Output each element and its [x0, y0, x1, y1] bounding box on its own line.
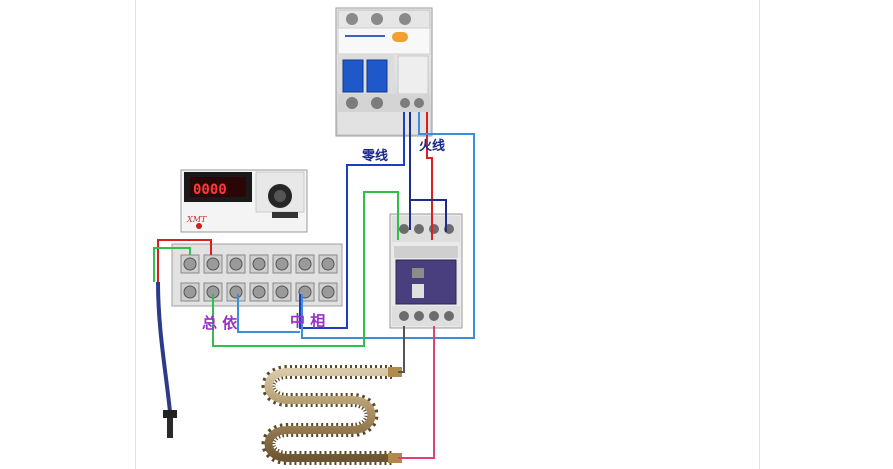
- circuit-breaker-icon: [335, 7, 433, 137]
- screw-head: [298, 257, 312, 271]
- wires: [153, 112, 475, 459]
- screw-head: [321, 285, 335, 299]
- live-line-label: 火线: [419, 138, 445, 154]
- screw-head: [275, 257, 289, 271]
- left-border-line: [135, 0, 136, 469]
- heating-element-icon: [261, 365, 402, 465]
- right-terminal-note: 中 相: [290, 312, 325, 330]
- screw-head: [321, 257, 335, 271]
- temperature-controller-icon: [180, 169, 308, 233]
- screw-head: [229, 257, 243, 271]
- screw-head: [252, 285, 266, 299]
- left-terminal-note: 总 依: [202, 314, 238, 332]
- contactor-icon: [389, 213, 463, 329]
- screw-head: [206, 257, 220, 271]
- screw-head: [183, 257, 197, 271]
- thermocouple-probe-icon: [156, 281, 177, 438]
- controller-brand: XMT: [186, 215, 207, 224]
- terminal-block-icon: [171, 243, 343, 307]
- screw-head: [252, 257, 266, 271]
- controller-display: 0000: [193, 182, 227, 198]
- screw-head: [275, 285, 289, 299]
- screw-head: [183, 285, 197, 299]
- neutral-line-label: 零线: [361, 148, 388, 164]
- right-border-line: [759, 0, 760, 469]
- screw-head: [229, 285, 243, 299]
